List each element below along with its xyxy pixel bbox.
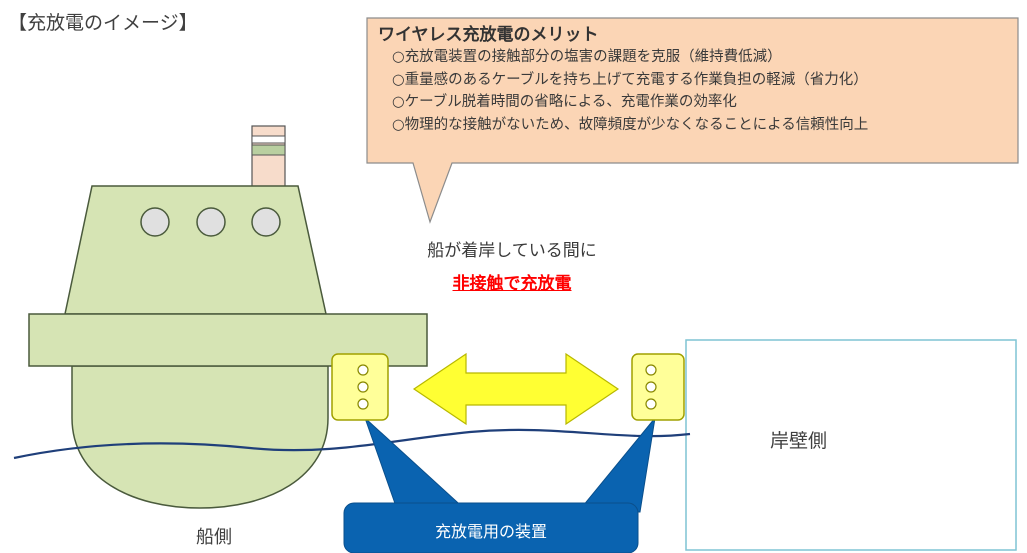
ship-coil bbox=[331, 353, 389, 421]
merit-heading: ワイヤレス充放電のメリット bbox=[378, 25, 599, 45]
merit-item: ○重量感のあるケーブルを持ち上げて充電する作業負担の軽減（省力化） bbox=[392, 71, 868, 88]
ship-hull bbox=[71, 365, 329, 509]
porthole-2 bbox=[196, 207, 226, 237]
quay-coil bbox=[631, 353, 685, 421]
double-arrow-icon bbox=[412, 352, 620, 426]
docking-caption-line1: 船が着岸している間に bbox=[427, 241, 597, 261]
docking-caption: 船が着岸している間に 非接触で充放電 bbox=[412, 236, 612, 294]
water-line bbox=[13, 428, 691, 460]
device-label-box bbox=[343, 502, 639, 553]
device-label: 充放電用の装置 bbox=[434, 522, 547, 541]
merit-item: ○充放電装置の接触部分の塩害の課題を克服（維持費低減） bbox=[392, 49, 782, 65]
quay-label: 岸壁側 bbox=[770, 430, 828, 452]
ship-chimney bbox=[251, 125, 286, 189]
quay-box bbox=[685, 339, 1017, 551]
merit-callout-text: ワイヤレス充放電のメリット ○充放電装置の接触部分の塩害の課題を克服（維持費低減… bbox=[378, 24, 1018, 136]
ship-label: 船側 bbox=[196, 527, 232, 548]
merit-item: ○ケーブル脱着時間の省略による、充電作業の効率化 bbox=[392, 94, 737, 110]
merit-item: ○物理的な接触がないため、故障頻度が少なくなることによる信頼性向上 bbox=[392, 116, 869, 133]
docking-caption-emphasis: 非接触で充放電 bbox=[452, 274, 572, 294]
porthole-1 bbox=[140, 207, 170, 237]
page-title: 【充放電のイメージ】 bbox=[8, 12, 198, 34]
porthole-3 bbox=[251, 207, 281, 237]
merit-list: ○充放電装置の接触部分の塩害の課題を克服（維持費低減） ○重量感のあるケーブルを… bbox=[392, 46, 1018, 136]
device-callout bbox=[343, 416, 656, 553]
merit-callout-box bbox=[366, 17, 1019, 224]
ship-cabin bbox=[64, 185, 327, 315]
